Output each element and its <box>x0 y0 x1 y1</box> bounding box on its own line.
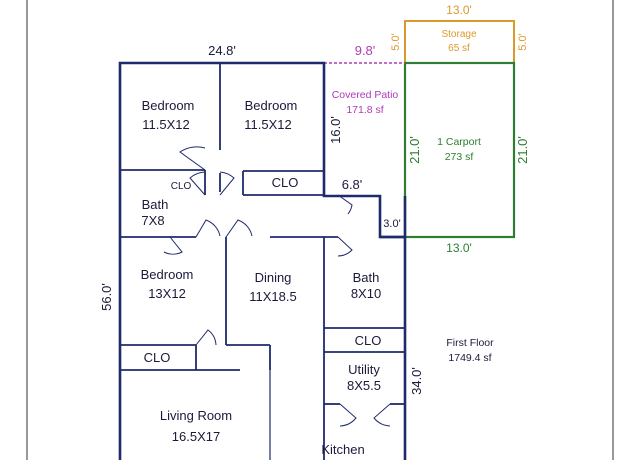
patio-name: Covered Patio <box>332 89 399 101</box>
exterior-walls <box>118 61 407 460</box>
dim-right-depth: 34.0' <box>409 367 424 395</box>
dim-storage-right: 5.0' <box>517 33 529 50</box>
dim-house-depth: 56.0' <box>99 283 114 311</box>
closet-label-3: CLO <box>355 333 382 348</box>
room-living-name: Living Room <box>160 408 232 423</box>
room-bath1-size: 7X8 <box>141 213 164 228</box>
room-bedroom3-name: Bedroom <box>141 267 194 282</box>
dim-step-width: 6.8' <box>342 177 363 192</box>
dim-top-width: 24.8' <box>208 43 236 58</box>
room-dining-size: 11X18.5 <box>249 289 296 304</box>
room-bedroom3-size: 13X12 <box>148 286 186 301</box>
dim-patio-depth: 16.0' <box>328 116 343 144</box>
room-bath2-size: 8X10 <box>351 286 381 301</box>
floor-area: 1749.4 sf <box>448 352 491 364</box>
carport-name: 1 Carport <box>437 136 481 148</box>
dim-storage-width: 13.0' <box>446 3 472 17</box>
storage-area: 65 sf <box>448 43 470 54</box>
room-bath2-name: Bath <box>353 270 380 285</box>
room-living-size: 16.5X17 <box>172 429 220 444</box>
room-bedroom2-size: 11.5X12 <box>244 117 291 132</box>
dim-storage-left: 5.0' <box>390 33 402 50</box>
room-utility-name: Utility <box>348 362 380 377</box>
dim-carport-left: 21.0' <box>407 136 422 164</box>
storage-name: Storage <box>441 29 476 40</box>
room-bedroom2-name: Bedroom <box>245 98 298 113</box>
room-dining-name: Dining <box>255 270 292 285</box>
room-bedroom1-name: Bedroom <box>142 98 195 113</box>
room-bedroom1-size: 11.5X12 <box>142 117 189 132</box>
patio-area: 171.8 sf <box>346 104 383 116</box>
closet-label-4: CLO <box>144 350 171 365</box>
door-swings <box>163 146 391 427</box>
interior-walls <box>120 63 405 460</box>
storage-outline <box>404 20 515 64</box>
floor-name: First Floor <box>446 337 494 349</box>
dim-step-depth: 3.0' <box>383 218 400 230</box>
room-kitchen-name: Kitchen <box>321 442 364 457</box>
dim-carport-right: 21.0' <box>515 136 530 164</box>
dim-patio-width: 9.8' <box>355 43 376 58</box>
room-utility-size: 8X5.5 <box>347 378 381 393</box>
room-bath1-name: Bath <box>142 197 169 212</box>
carport-area: 273 sf <box>445 151 474 163</box>
closet-label-2: CLO <box>272 175 299 190</box>
carport-outline <box>403 61 516 239</box>
dim-carport-bottom: 13.0' <box>446 241 472 255</box>
closet-label-1: CLO <box>171 181 192 192</box>
